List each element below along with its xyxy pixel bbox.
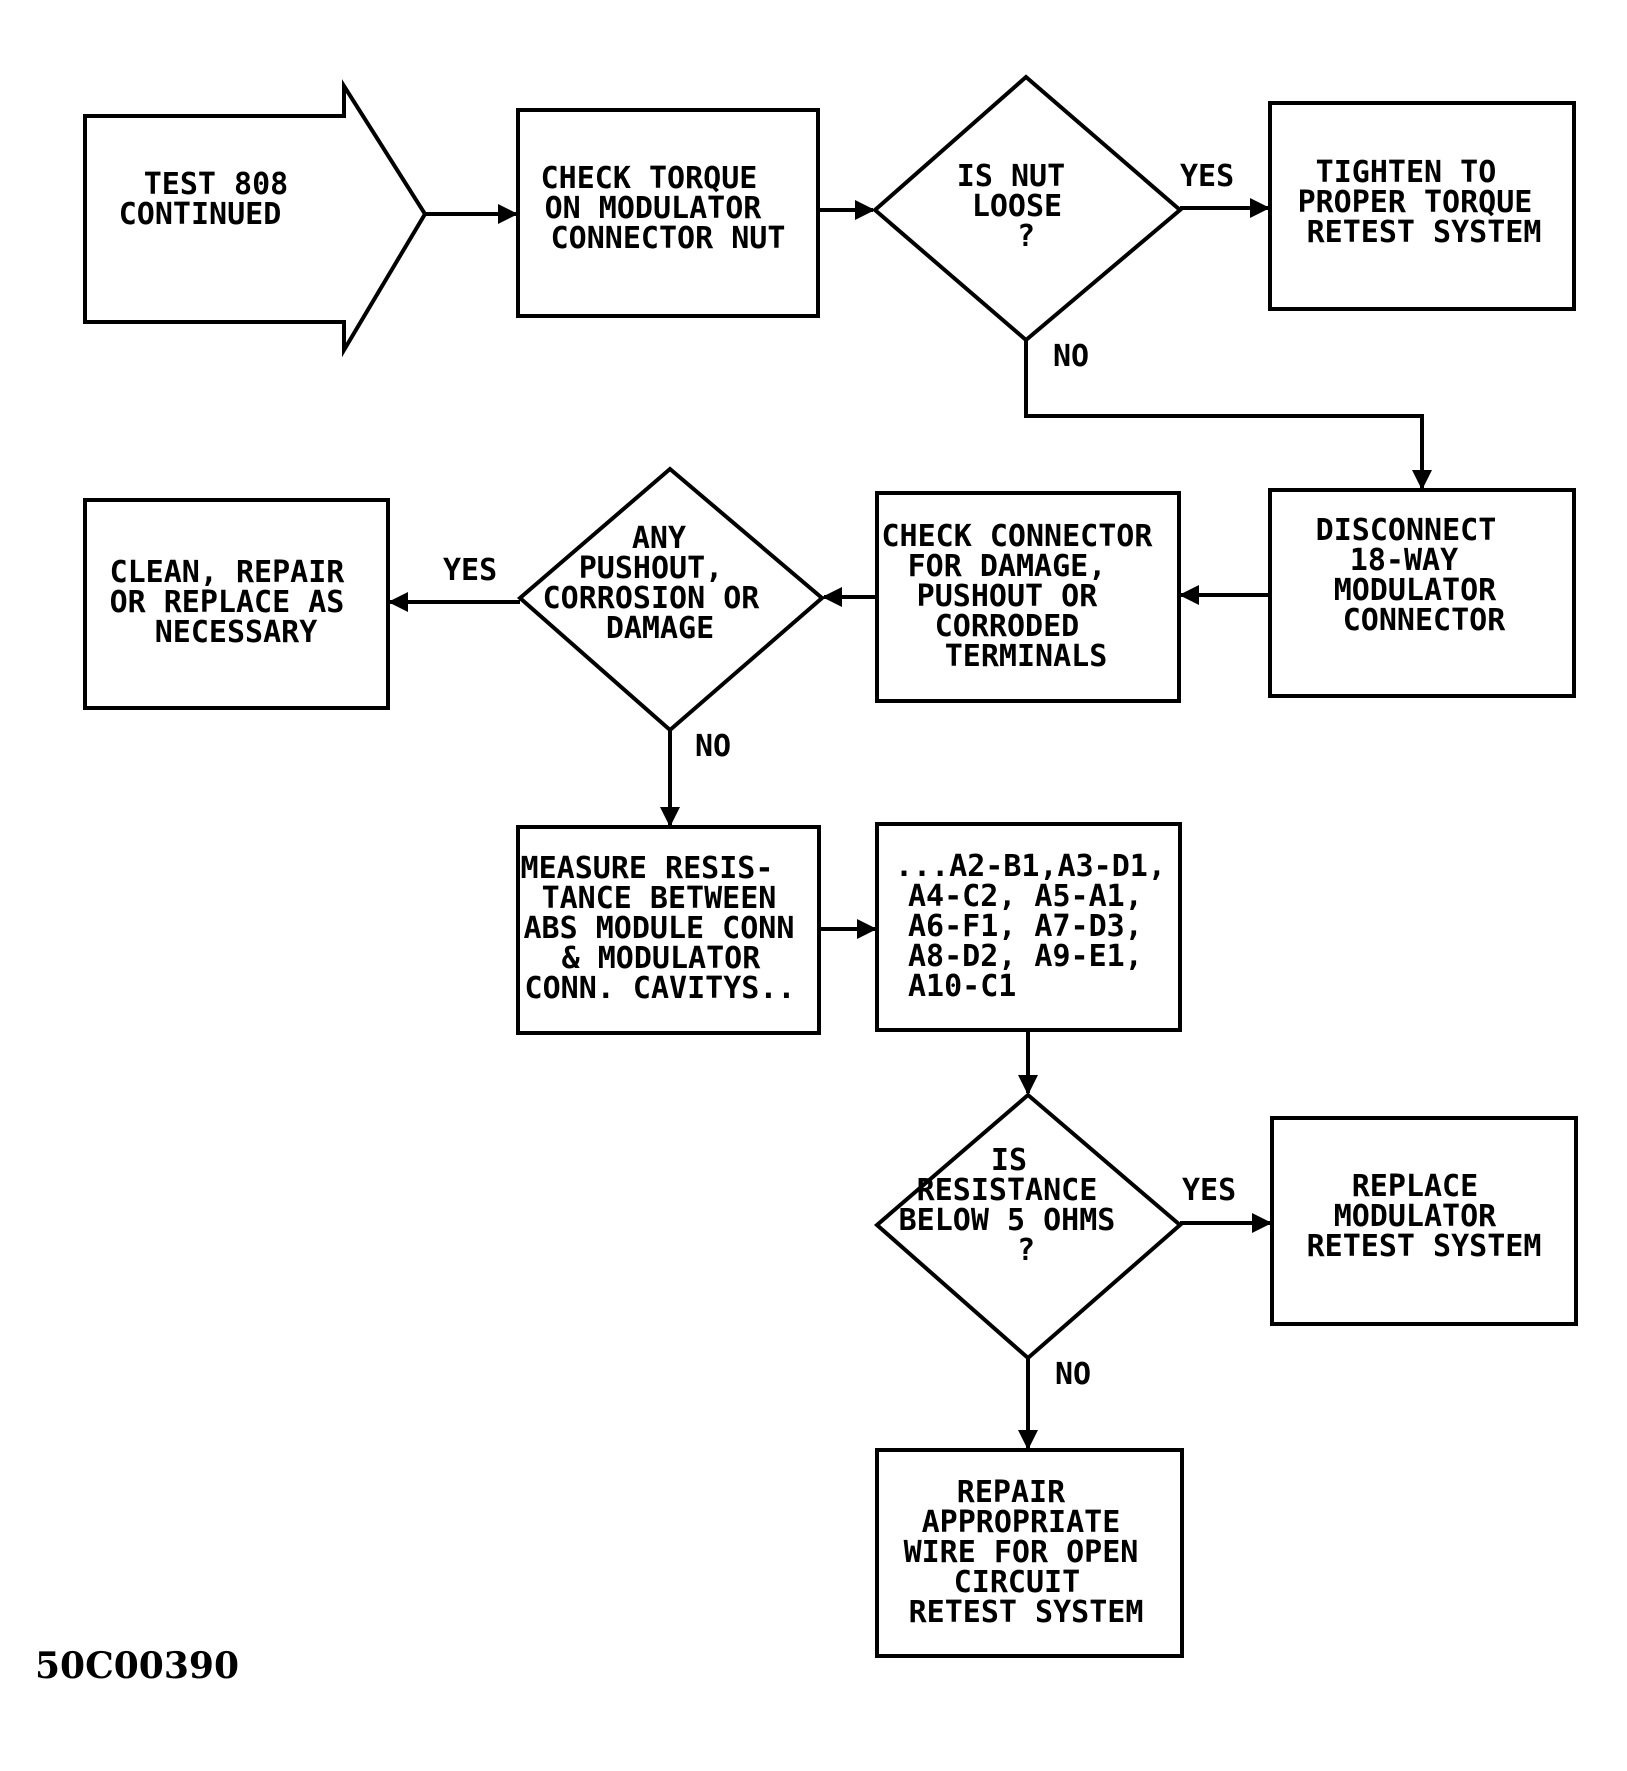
yes-label-resistance: YES	[1182, 1173, 1236, 1208]
check-connector-text: CHECK CONNECTOR FOR DAMAGE, PUSHOUT OR C…	[882, 519, 1171, 674]
clean-repair-text: CLEAN, REPAIR OR REPLACE AS NECESSARY	[110, 555, 363, 650]
disconnect-box	[1268, 488, 1576, 698]
arrow-no-to-disconnect	[1024, 340, 1432, 490]
measure-box	[516, 825, 821, 1035]
any-damage-text: ANY PUSHOUT, CORROSION OR DAMAGE	[543, 521, 778, 646]
check-torque-text: CHECK TORQUE ON MODULATOR CONNECTOR NUT	[541, 161, 786, 256]
start-arrow-shape	[83, 79, 428, 358]
repair-wire-text: REPAIR APPROPRIATE WIRE FOR OPEN CIRCUIT…	[904, 1475, 1157, 1630]
replace-modulator-box	[1270, 1116, 1578, 1326]
check-torque-box	[516, 108, 820, 318]
no-label-resistance: NO	[1055, 1357, 1091, 1392]
measure-text: MEASURE RESIS- TANCE BETWEEN ABS MODULE …	[521, 851, 813, 1006]
start-text: TEST 808 CONTINUED	[119, 167, 307, 232]
repair-wire-box	[875, 1448, 1184, 1658]
no-label-nut-loose: NO	[1053, 339, 1089, 374]
clean-repair-box	[83, 498, 390, 710]
figure-id: 50C00390	[35, 1645, 239, 1687]
replace-modulator-text: REPLACE MODULATOR RETEST SYSTEM	[1307, 1169, 1542, 1264]
tighten-box	[1268, 101, 1576, 311]
no-label-any-damage: NO	[695, 729, 731, 764]
nut-loose-text: IS NUT LOOSE ?	[957, 159, 1083, 254]
check-connector-box	[875, 491, 1181, 703]
tighten-text: TIGHTEN TO PROPER TORQUE RETEST SYSTEM	[1298, 155, 1551, 250]
pairs-text: ...A2-B1,A3-D1, A4-C2, A5-A1, A6-F1, A7-…	[895, 849, 1184, 1004]
resistance-text: IS RESISTANCE BELOW 5 OHMS ?	[899, 1143, 1134, 1268]
disconnect-text: DISCONNECT 18-WAY MODULATOR CONNECTOR	[1316, 513, 1515, 638]
yes-label-any-damage: YES	[443, 553, 497, 588]
pairs-box	[875, 822, 1182, 1032]
yes-label-nut-loose: YES	[1180, 159, 1234, 194]
